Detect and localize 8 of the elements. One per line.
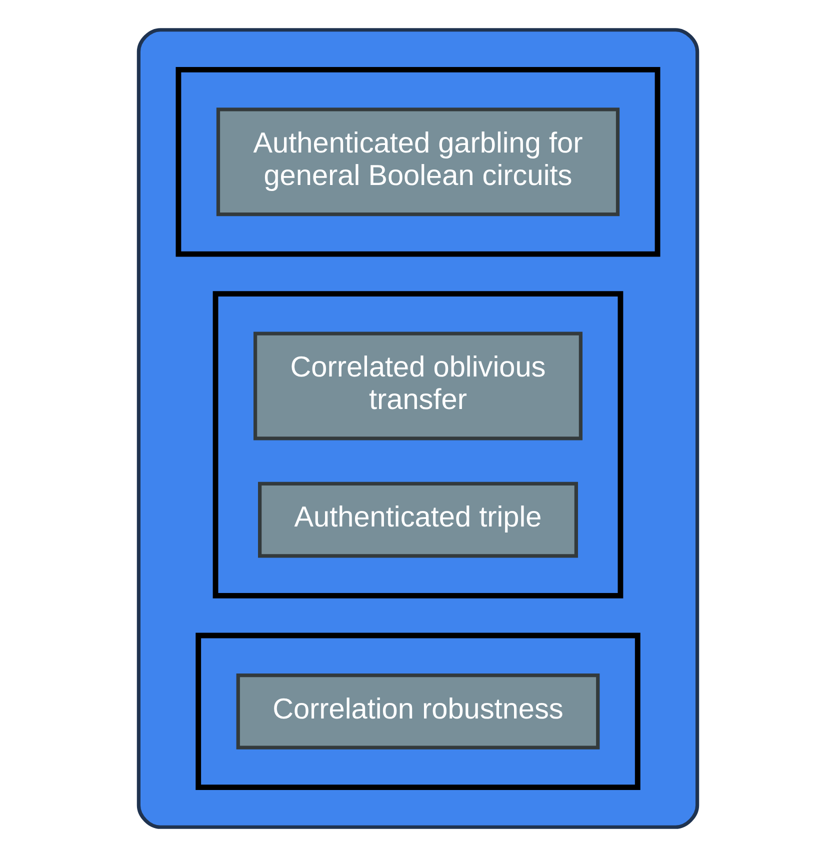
node-box: Authenticated garbling for general Boolean circuits (216, 108, 620, 216)
cluster (212, 291, 623, 598)
node-box: Correlation robustness (236, 673, 600, 750)
node-box: Authenticated triple (258, 482, 578, 558)
cluster (175, 66, 660, 257)
cluster (136, 28, 699, 829)
cluster (195, 632, 640, 790)
node-box: Correlated oblivious transfer (252, 332, 582, 440)
